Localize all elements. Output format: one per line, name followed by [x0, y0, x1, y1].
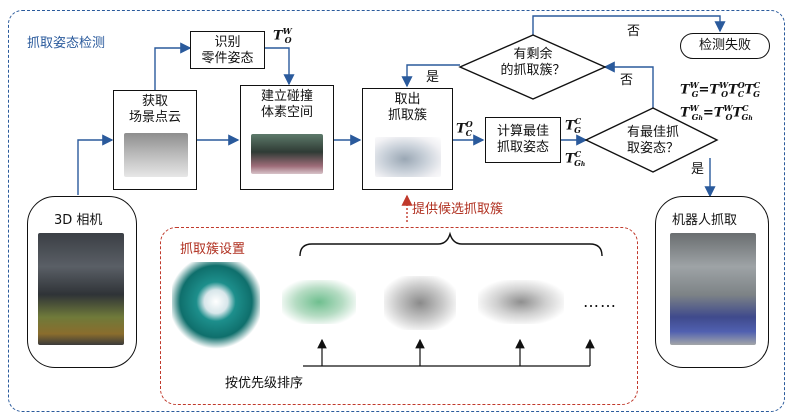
- cluster-image: [375, 137, 441, 177]
- decision-remaining: [458, 34, 607, 100]
- node-fail: 检测失败: [680, 33, 770, 59]
- camera-scene-image: [38, 233, 124, 345]
- edge-identify-voxel: [265, 47, 295, 86]
- node-compute: 计算最佳 抓取姿态: [485, 117, 561, 163]
- candidates-label: 提供候选抓取簇: [412, 202, 504, 217]
- math-equations: TWG=TWOTOCTCG TWGh=TWOTCGh: [680, 80, 761, 122]
- edge-camera-acquire: [77, 134, 114, 195]
- grasp-settings-title: 抓取簇设置: [180, 242, 246, 257]
- candidate-image-3: [478, 280, 564, 324]
- label-no-top: 否: [627, 24, 641, 39]
- label-yes-down: 是: [691, 162, 705, 177]
- edge-acquire-identify: [154, 42, 192, 90]
- node-identify: 识别 零件姿态: [190, 31, 265, 69]
- decision-remaining-label: 有剩余 的抓取簇？: [500, 47, 566, 78]
- frame-title: 抓取姿态检测: [27, 36, 106, 51]
- label-yes-left: 是: [426, 70, 440, 85]
- candidate-image-1: [282, 280, 356, 324]
- edge-remaining-take: [401, 64, 460, 88]
- voxel-image: [251, 134, 323, 174]
- candidate-brace: [299, 231, 603, 257]
- math-t-gc: TCG: [565, 116, 582, 135]
- label-no-right: 否: [620, 73, 634, 88]
- node-acquire: 获取 场景点云: [113, 90, 197, 190]
- part-model-image: [172, 262, 260, 350]
- math-t-ghc: TCGh: [565, 149, 586, 168]
- math-t-oc: TOC: [456, 119, 473, 138]
- grasp-settings-frame: [160, 227, 638, 405]
- node-robot: 机器人抓取: [655, 196, 769, 368]
- edge-best-remaining: [603, 61, 654, 108]
- robot-scene-image: [670, 233, 756, 345]
- node-camera: 3D 相机: [27, 196, 137, 368]
- node-voxel: 建立碰撞 体素空间: [240, 85, 334, 190]
- priority-label: 按优先级排序: [225, 376, 304, 391]
- decision-best-label: 有最佳抓 取姿态？: [626, 125, 679, 156]
- decision-best: [584, 107, 719, 173]
- detection-frame: [8, 10, 785, 412]
- candidate-image-2: [384, 276, 456, 330]
- math-t-wo: TWO: [273, 26, 292, 45]
- edge-remaining-fail: [532, 15, 726, 35]
- point-cloud-image: [124, 133, 188, 177]
- more-candidates: ……: [583, 292, 617, 311]
- node-take-cluster: 取出 抓取簇: [362, 88, 453, 190]
